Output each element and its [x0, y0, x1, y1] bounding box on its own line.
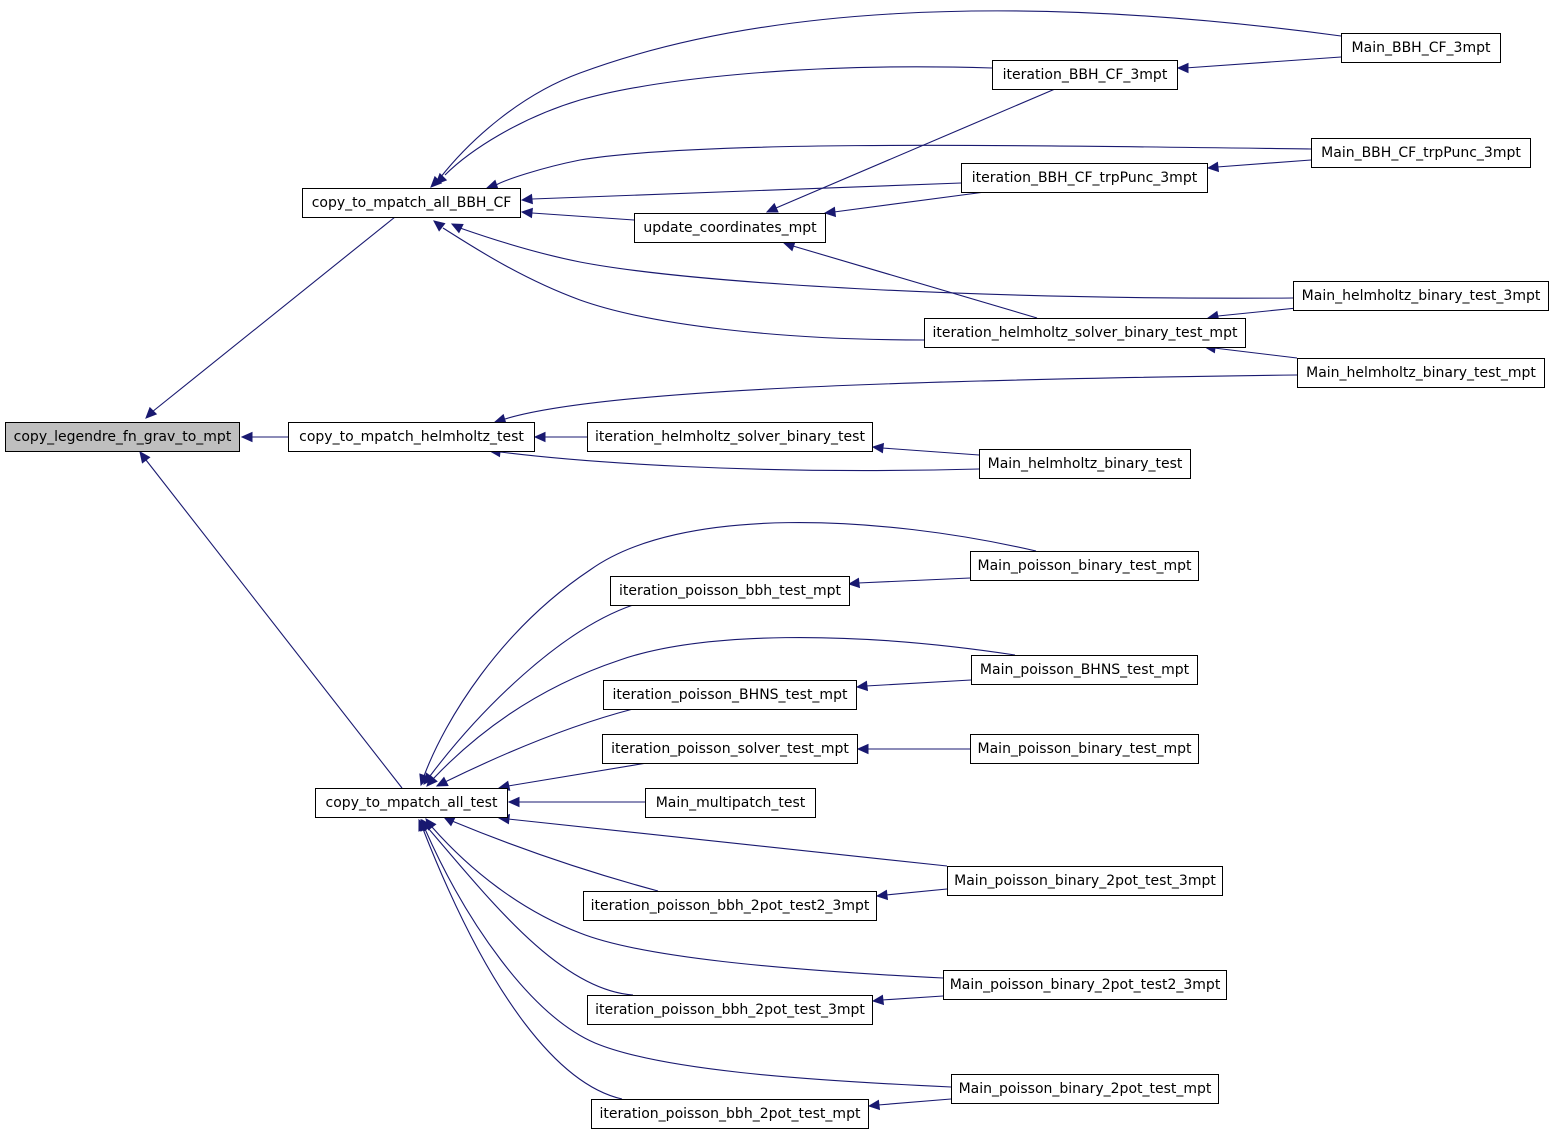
arrowhead-icon	[1206, 161, 1220, 173]
node-copy-to-mpatch-helmholtz-test[interactable]: copy_to_mpatch_helmholtz_test	[288, 422, 535, 452]
call-edge	[431, 826, 944, 979]
node-main-bbh-cf-3mpt[interactable]: Main_BBH_CF_3mpt	[1341, 33, 1501, 63]
node-copy-to-mpatch-all-bbh-cf[interactable]: copy_to_mpatch_all_BBH_CF	[302, 188, 521, 218]
node-iteration-poisson-bbh-2pot-test2-3mpt[interactable]: iteration_poisson_bbh_2pot_test2_3mpt	[583, 891, 877, 921]
call-edge	[444, 66, 993, 176]
arrowhead-icon	[240, 431, 253, 443]
arrowhead-icon	[765, 202, 779, 213]
arrowhead-icon	[871, 442, 885, 454]
call-edge	[1216, 159, 1312, 168]
arrowhead-icon	[875, 889, 889, 901]
node-iteration-poisson-bbh-2pot-test-3mpt[interactable]: iteration_poisson_bbh_2pot_test_3mpt	[587, 995, 873, 1025]
call-edge	[444, 708, 634, 783]
node-main-poisson-binary-2pot-test-mpt[interactable]: Main_poisson_binary_2pot_test_mpt	[951, 1074, 1219, 1104]
node-root: copy_legendre_fn_grav_to_mpt	[5, 422, 240, 452]
node-iteration-helmholtz-solver-binary-test-mpt[interactable]: iteration_helmholtz_solver_binary_test_m…	[924, 318, 1246, 348]
arrowhead-icon	[856, 743, 869, 755]
node-iteration-poisson-bbh-test-mpt[interactable]: iteration_poisson_bbh_test_mpt	[610, 576, 850, 606]
arrowhead-icon	[520, 207, 533, 219]
call-edge	[451, 820, 659, 892]
arrowhead-icon	[823, 206, 837, 218]
call-edge	[775, 88, 1056, 209]
call-edge	[432, 636, 1016, 780]
node-iteration-poisson-solver-test-mpt[interactable]: iteration_poisson_solver_test_mpt	[602, 734, 858, 764]
call-edge	[145, 459, 403, 789]
call-edge	[442, 227, 925, 341]
arrowhead-icon	[145, 406, 158, 419]
node-iteration-helmholtz-solver-binary-test[interactable]: iteration_helmholtz_solver_binary_test	[587, 422, 873, 452]
arrowhead-icon	[418, 818, 429, 832]
arrowhead-icon	[426, 774, 438, 787]
arrowhead-icon	[435, 776, 449, 787]
call-edge	[423, 522, 1037, 777]
call-edge	[881, 995, 944, 1001]
node-main-poisson-binary-2pot-test2-3mpt[interactable]: Main_poisson_binary_2pot_test2_3mpt	[943, 970, 1227, 1000]
node-copy-to-mpatch-all-test[interactable]: copy_to_mpatch_all_test	[315, 788, 508, 818]
node-main-multipatch-test[interactable]: Main_multipatch_test	[645, 788, 816, 818]
arrowhead-icon	[507, 796, 520, 808]
call-edge	[531, 182, 962, 200]
node-update-coordinates-mpt[interactable]: update_coordinates_mpt	[634, 213, 826, 243]
node-main-poisson-bhns-test-mpt[interactable]: Main_poisson_BHNS_test_mpt	[971, 655, 1198, 685]
arrowhead-icon	[442, 816, 456, 827]
call-edge	[1217, 307, 1298, 317]
call-edge	[857, 577, 971, 584]
call-edge	[459, 227, 1294, 299]
arrowhead-icon	[520, 193, 533, 205]
arrowhead-icon	[855, 680, 869, 692]
call-edge	[792, 245, 1038, 319]
arrowhead-icon	[533, 431, 546, 443]
arrowhead-icon	[1176, 62, 1189, 74]
node-main-poisson-binary-test-mpt-2[interactable]: Main_poisson_binary_test_mpt	[970, 734, 1199, 764]
arrowhead-icon	[847, 577, 861, 589]
call-edge	[877, 1098, 952, 1106]
call-edge	[439, 10, 1342, 179]
node-main-poisson-binary-2pot-test-3mpt[interactable]: Main_poisson_binary_2pot_test_3mpt	[947, 866, 1223, 896]
node-main-helmholtz-binary-test-3mpt[interactable]: Main_helmholtz_binary_test_3mpt	[1293, 281, 1549, 311]
node-iteration-bbh-cf-3mpt[interactable]: iteration_BBH_CF_3mpt	[992, 60, 1178, 90]
call-edge	[885, 888, 948, 896]
arrowhead-icon	[450, 223, 464, 234]
call-edge	[881, 447, 980, 456]
arrowhead-icon	[433, 220, 446, 232]
call-edge	[1184, 56, 1342, 69]
arrowhead-icon	[867, 1099, 881, 1111]
node-main-bbh-cf-trppunc-3mpt[interactable]: Main_BBH_CF_trpPunc_3mpt	[1311, 138, 1531, 168]
call-edge	[424, 828, 952, 1088]
node-main-poisson-binary-test-mpt-1[interactable]: Main_poisson_binary_test_mpt	[970, 551, 1199, 581]
node-main-helmholtz-binary-test[interactable]: Main_helmholtz_binary_test	[979, 449, 1191, 479]
call-edge	[1213, 347, 1298, 359]
call-edge	[507, 818, 948, 867]
node-iteration-poisson-bhns-test-mpt[interactable]: iteration_poisson_BHNS_test_mpt	[603, 680, 857, 710]
arrowhead-icon	[871, 994, 885, 1006]
call-edge	[495, 144, 1312, 186]
call-edge	[507, 762, 648, 787]
node-iteration-bbh-cf-trppunc-3mpt[interactable]: iteration_BBH_CF_trpPunc_3mpt	[961, 163, 1208, 193]
arrowhead-icon	[782, 241, 796, 252]
call-edge	[833, 191, 986, 213]
node-iteration-poisson-bbh-2pot-test-mpt[interactable]: iteration_poisson_bbh_2pot_test_mpt	[591, 1099, 869, 1129]
node-main-helmholtz-binary-test-mpt[interactable]: Main_helmholtz_binary_test_mpt	[1297, 358, 1545, 388]
call-edge	[151, 216, 396, 413]
call-edge	[429, 604, 634, 777]
call-edge	[499, 451, 980, 472]
call-edge	[427, 827, 634, 996]
call-edge	[422, 828, 623, 1100]
call-edge	[504, 374, 1298, 420]
arrowhead-icon	[139, 451, 151, 464]
call-edge	[531, 212, 635, 221]
call-edge	[865, 679, 972, 687]
arrowhead-icon	[435, 172, 448, 185]
